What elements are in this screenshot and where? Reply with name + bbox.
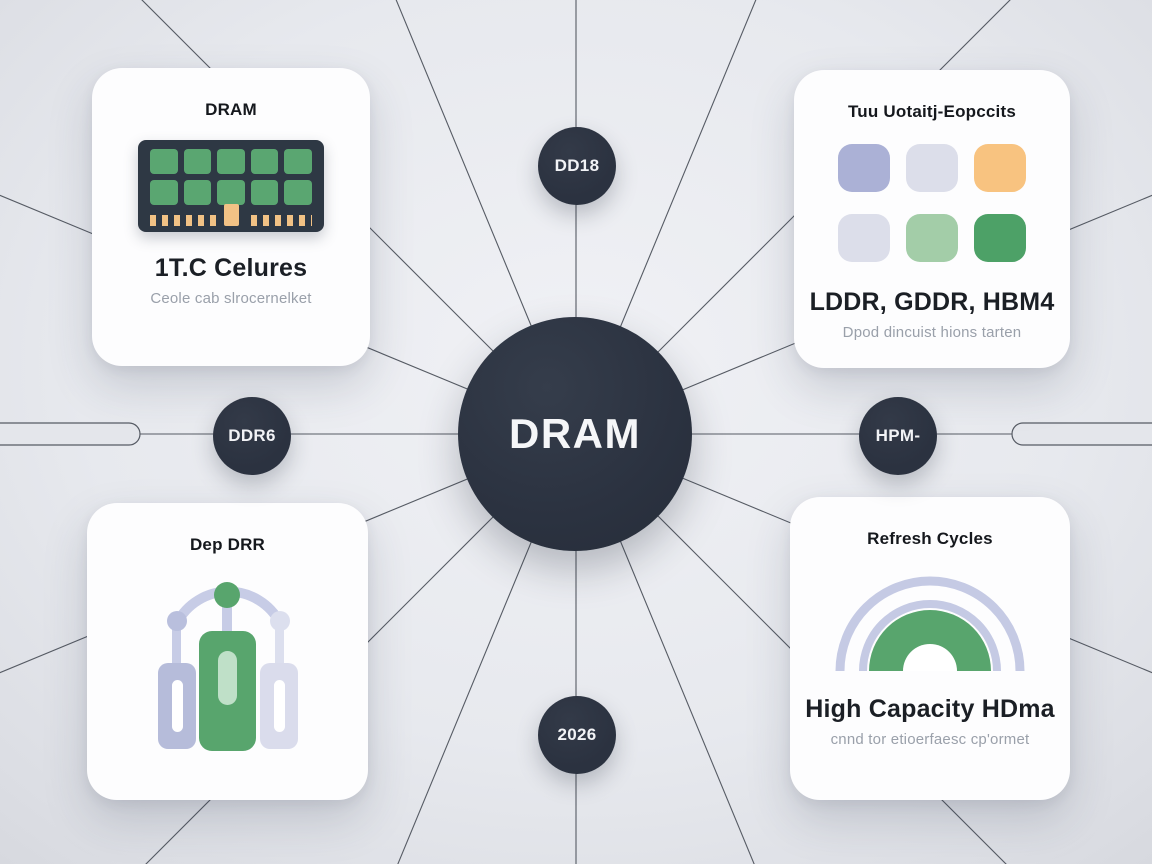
spoke-line [397,433,577,864]
capacity-gauge-icon [835,576,1025,671]
left-edge-pill [0,422,141,446]
card-subtext: Dpod dincuist hions tarten [842,324,1022,341]
swatch [974,144,1026,192]
swatch [906,144,958,192]
swatch [974,214,1026,262]
card-refresh-cycles: Refresh Cycles High Capacity HDma cnnd t… [790,497,1070,800]
card-title: Tuu Uotaitj-Eopccits [847,102,1016,121]
card-heading: 1T.C Celures [154,254,308,282]
ram-notch [223,204,239,226]
swatch [906,214,958,262]
node-ddr6: DDR6 [213,397,291,475]
right-edge-pill [1011,422,1152,446]
card-memory-types: Tuu Uotaitj-Eopccits LDDR, GDDR, HBM4 Dp… [794,70,1070,368]
central-hub: DRAM [458,317,692,551]
swatch [838,144,890,192]
card-heading: LDDR, GDDR, HBM4 [809,288,1055,316]
spoke-line [575,433,755,864]
ram-module-icon [138,140,324,232]
spoke-line [575,0,757,435]
card-title: Refresh Cycles [867,529,993,548]
memory-hierarchy-icon [157,582,298,751]
card-subtext: cnnd tor etioerfaesc cp'ormet [830,731,1030,748]
node-2026: 2026 [538,696,616,774]
spoke-line [395,0,577,435]
ram-chip-grid [150,149,312,205]
node-label: DDR6 [228,426,276,445]
card-title: Dep DRR [189,535,266,554]
card-title: DRAM [205,100,257,119]
node-dd18: DD18 [538,127,616,205]
card-subtext: Ceole cab slrocernelket [150,290,312,307]
card-dep-drr: Dep DRR [87,503,368,800]
node-label: DD18 [554,156,600,175]
node-hpm: HPM- [859,397,937,475]
card-dram-cells: DRAM 1T.C Celures Ceole cab slrocernelke… [92,68,370,366]
card-heading: High Capacity HDma [805,695,1055,723]
swatch [838,214,890,262]
ram-pin-strip [150,204,312,226]
color-swatch-grid-icon [838,144,1026,262]
hub-label: DRAM [509,410,641,457]
node-label: HPM- [875,426,921,445]
node-label: 2026 [557,725,597,744]
